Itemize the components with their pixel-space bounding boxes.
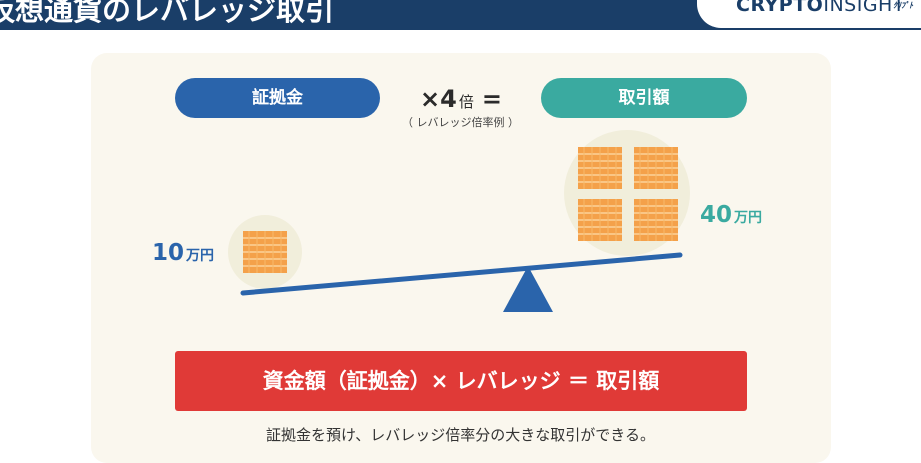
logo-main-text: CRYPTO xyxy=(736,0,824,16)
logo-subtext: ｸﾘﾌﾟﾄ xyxy=(893,1,913,10)
page-title: 仮想通貨のレバレッジ取引 xyxy=(0,0,335,27)
multiplier-note: （ レバレッジ倍率例 ） xyxy=(402,116,519,129)
coin-stack-icon xyxy=(577,198,623,242)
formula-banner: 資金額（証拠金）× レバレッジ ＝ 取引額 xyxy=(175,351,747,411)
coin-stack-icon xyxy=(242,230,288,274)
multiplier-unit: 倍 xyxy=(458,93,474,111)
trade-amount-unit: 万円 xyxy=(734,210,763,226)
trade-amount-pill: 取引額 xyxy=(541,78,747,118)
multiply-sign: × xyxy=(420,85,441,113)
triangle-fulcrum-icon xyxy=(503,266,553,312)
coin-stack-icon xyxy=(633,198,679,242)
logo-tab xyxy=(697,0,921,28)
multiplier-value: 4 xyxy=(440,85,457,113)
logo-light-text: INSIGHT xyxy=(823,0,905,16)
margin-amount-unit: 万円 xyxy=(186,248,215,264)
site-logo[interactable]: CRYPTOINSIGHT xyxy=(736,0,905,17)
equals-sign: = xyxy=(481,85,502,113)
margin-amount-value: 10 xyxy=(152,240,185,266)
coin-stack-icon xyxy=(633,146,679,190)
margin-pill: 証拠金 xyxy=(175,78,380,118)
caption-text: 証拠金を預け、レバレッジ倍率分の大きな取引ができる。 xyxy=(266,426,655,444)
seesaw-beam xyxy=(240,252,683,296)
coin-stack-icon xyxy=(577,146,623,190)
trade-amount-value: 40 xyxy=(700,202,733,228)
